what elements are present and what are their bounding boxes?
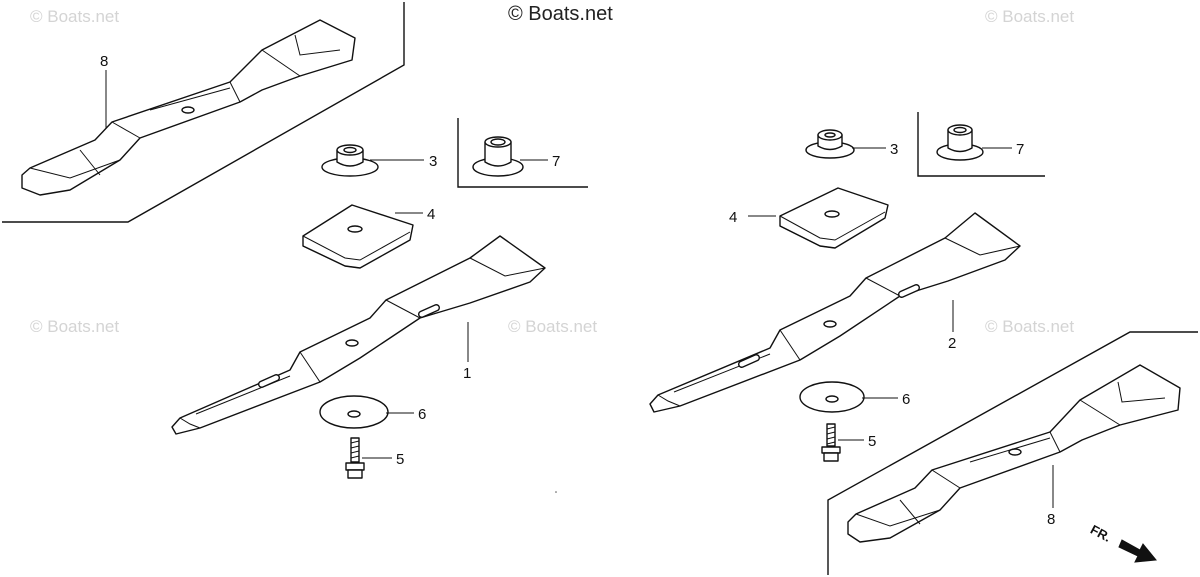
blade-plate-left [302, 204, 414, 269]
blade-bushing-right [936, 124, 984, 161]
front-direction-label: FR. [1088, 522, 1114, 545]
callout-label-right-7: 7 [1016, 141, 1024, 158]
mower-blade-high-lift-left [21, 19, 356, 196]
blade-bushing-left [472, 136, 524, 177]
blade-collar-left [321, 144, 379, 177]
callout-label-right-5: 5 [868, 433, 876, 450]
callout-label-left-5: 5 [396, 451, 404, 468]
mower-blade-standard-left [171, 235, 546, 435]
alt-blade-frame-left [2, 2, 405, 223]
blade-plate-right [779, 187, 889, 249]
mower-blade-high-lift-right [847, 364, 1181, 543]
callout-label-left-1: 1 [463, 365, 471, 382]
alt-blade-frame-right [827, 331, 1198, 575]
callout-label-left-7: 7 [552, 153, 560, 170]
front-direction-indicator: FR. [1088, 522, 1157, 563]
watermark-mid-right: © Boats.net [985, 317, 1074, 336]
front-direction-arrow-icon [1118, 539, 1157, 563]
watermark-mid-center: © Boats.net [508, 317, 597, 336]
blade-bolt-right [821, 423, 841, 462]
callout-label-right-3: 3 [890, 141, 898, 158]
callout-label-right-2: 2 [948, 335, 956, 352]
stray-dot [555, 491, 557, 493]
callout-label-right-6: 6 [902, 391, 910, 408]
callout-label-left-4: 4 [427, 206, 435, 223]
callout-label-left-6: 6 [418, 406, 426, 423]
callout-label-right-4: 4 [729, 209, 737, 226]
watermark-top-right: © Boats.net [985, 7, 1074, 26]
blade-washer-left [319, 395, 389, 429]
bushing-frame-left [457, 118, 588, 188]
mower-blade-standard-right [649, 212, 1021, 413]
bushing-frame-right [917, 112, 1045, 177]
watermark-header: © Boats.net [508, 3, 613, 25]
watermark-top-left: © Boats.net [30, 7, 119, 26]
blade-washer-right [799, 381, 865, 413]
blade-collar-right [805, 129, 855, 159]
watermark-mid-left: © Boats.net [30, 317, 119, 336]
callout-label-right-8: 8 [1047, 511, 1055, 528]
callout-label-left-3: 3 [429, 153, 437, 170]
blade-bolt-left [345, 437, 365, 479]
callout-label-left-8: 8 [100, 53, 108, 70]
